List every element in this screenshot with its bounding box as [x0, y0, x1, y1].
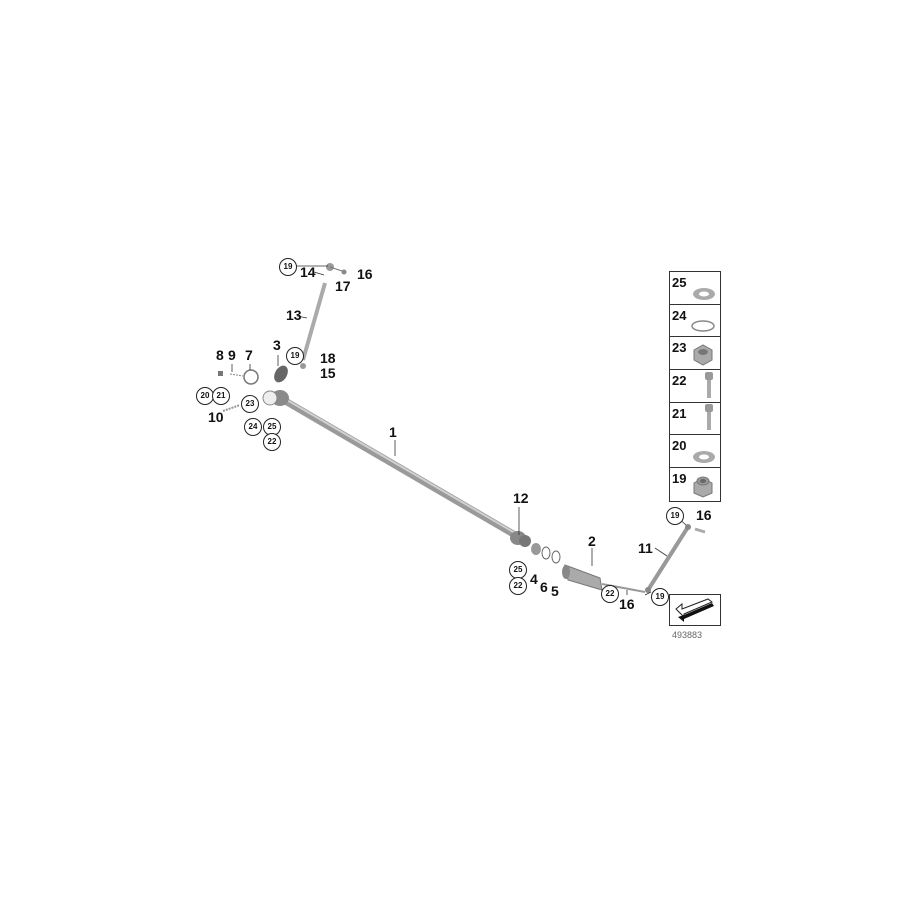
part-label-16-lower[interactable]: 16 [619, 596, 635, 612]
part-label-6[interactable]: 6 [540, 579, 548, 595]
part-label-16[interactable]: 16 [357, 266, 373, 282]
hex-nut-icon [693, 344, 713, 366]
legend-item-20[interactable]: 20 [670, 435, 720, 469]
circled-label-22[interactable]: 22 [263, 433, 281, 451]
small-parts-legend: 25 24 23 22 21 20 19 [669, 271, 721, 502]
self-locking-nut-icon [693, 476, 713, 498]
part-label-12[interactable]: 12 [513, 490, 529, 506]
circled-label-19-d[interactable]: 19 [651, 588, 669, 606]
part-label-7[interactable]: 7 [245, 347, 253, 363]
legend-item-23[interactable]: 23 [670, 337, 720, 371]
part-label-13[interactable]: 13 [286, 307, 302, 323]
circled-label-19[interactable]: 19 [279, 258, 297, 276]
circled-label-21[interactable]: 21 [212, 387, 230, 405]
circled-label-23[interactable]: 23 [241, 395, 259, 413]
circled-label-22-c[interactable]: 22 [601, 585, 619, 603]
part-label-17[interactable]: 17 [335, 278, 351, 294]
socket-screw-icon [705, 404, 713, 431]
legend-item-24[interactable]: 24 [670, 305, 720, 338]
circled-label-22-b[interactable]: 22 [509, 577, 527, 595]
document-number: 493883 [672, 630, 703, 640]
arrow-icon [675, 598, 714, 622]
washer-icon [693, 451, 715, 464]
part-label-9[interactable]: 9 [228, 347, 236, 363]
part-label-1[interactable]: 1 [389, 424, 397, 440]
washer-icon [693, 287, 715, 300]
legend-item-22[interactable]: 22 [670, 370, 720, 403]
circled-label-19-b[interactable]: 19 [286, 347, 304, 365]
part-label-10[interactable]: 10 [208, 409, 224, 425]
part-label-14[interactable]: 14 [300, 264, 316, 280]
part-label-16-right[interactable]: 16 [696, 507, 712, 523]
circled-label-24[interactable]: 24 [244, 418, 262, 436]
part-label-18[interactable]: 18 [320, 350, 336, 366]
part-label-11[interactable]: 11 [638, 540, 653, 556]
legend-item-19[interactable]: 19 [670, 468, 720, 501]
legend-item-25[interactable]: 25 [670, 272, 720, 305]
part-label-2[interactable]: 2 [588, 533, 596, 549]
part-label-4[interactable]: 4 [530, 571, 538, 587]
part-label-5[interactable]: 5 [551, 583, 559, 599]
socket-screw-icon [705, 371, 713, 398]
part-label-3[interactable]: 3 [273, 337, 281, 353]
navigation-arrow-box[interactable] [669, 594, 721, 626]
legend-item-21[interactable]: 21 [670, 403, 720, 436]
circlip-icon [691, 320, 715, 333]
circled-label-19-c[interactable]: 19 [666, 507, 684, 525]
part-label-15[interactable]: 15 [320, 365, 336, 381]
part-label-8[interactable]: 8 [216, 347, 224, 363]
